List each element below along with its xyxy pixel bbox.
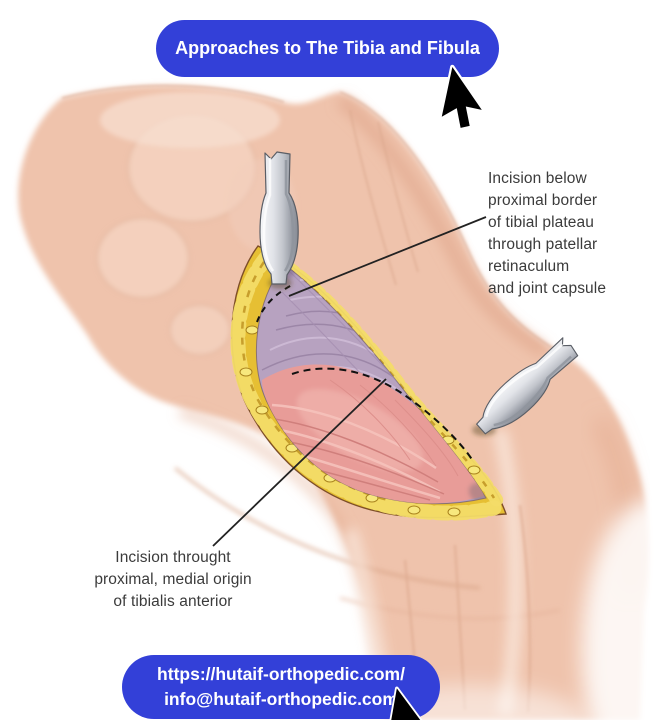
website-link[interactable]: https://hutaif-orthopedic.com/	[157, 664, 405, 684]
mouse-cursor-icon	[439, 64, 484, 131]
muscle-fibers	[267, 379, 459, 501]
email-link[interactable]: info@hutaif-orthopedic.com	[164, 689, 398, 709]
title-banner[interactable]: Approaches to The Tibia and Fibula	[156, 20, 499, 77]
title-banner-label: Approaches to The Tibia and Fibula	[175, 38, 480, 58]
upper-incision-annotation: Incision below proximal border of tibial…	[488, 170, 607, 297]
incision-dashed-line-lower	[291, 367, 474, 462]
leader-line-upper	[288, 216, 487, 297]
mouse-cursor-icon	[387, 686, 424, 720]
contact-banner[interactable]: https://hutaif-orthopedic.com/ info@huta…	[122, 655, 440, 719]
lower-incision-annotation: Incision throught proximal, medial origi…	[94, 549, 252, 610]
leader-line-lower	[212, 378, 387, 547]
